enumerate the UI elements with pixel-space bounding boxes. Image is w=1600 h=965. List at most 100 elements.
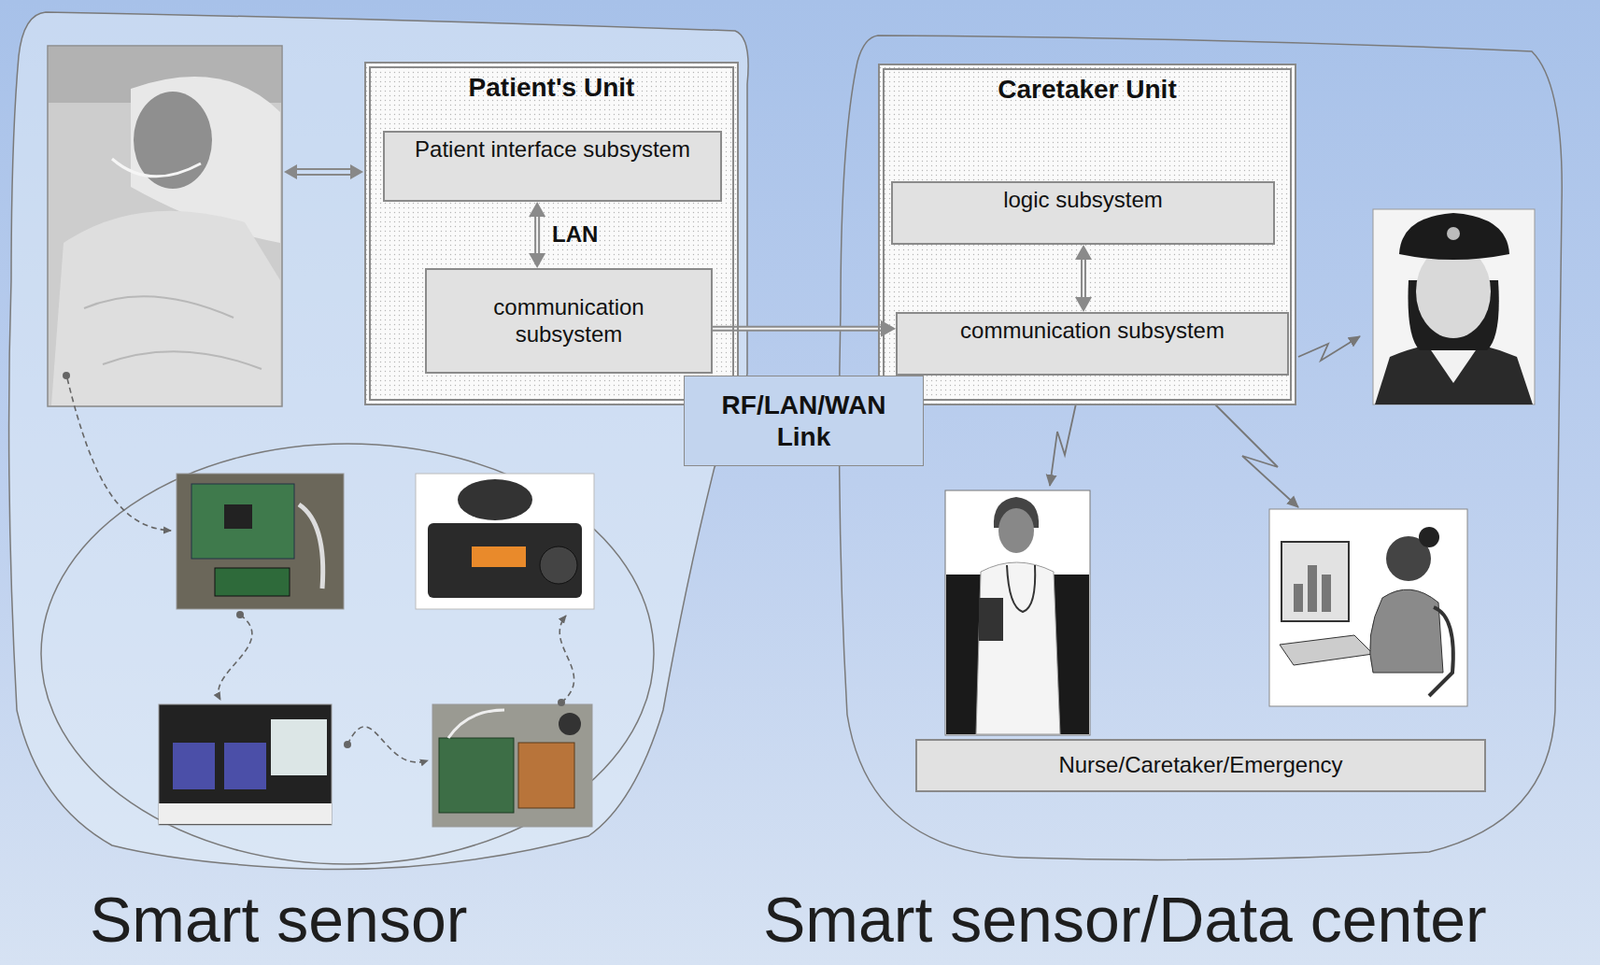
radio-photo (415, 473, 595, 609)
connector-line-inner (536, 214, 539, 255)
data-center-region (839, 35, 1563, 860)
adapter (224, 742, 267, 790)
arrow-head (528, 201, 546, 217)
photo-frame (945, 490, 1091, 736)
operator-chair (1429, 607, 1454, 696)
board (438, 737, 514, 813)
chart-bar (1293, 583, 1303, 612)
adapter (172, 742, 215, 790)
patient-link-arrow (283, 164, 364, 180)
data-flow-arrows (67, 378, 575, 763)
region-caption: Smart sensor/Data center (763, 887, 1487, 951)
box-label: Nurse/Caretaker/Emergency (1058, 751, 1343, 779)
arrow-line (295, 173, 354, 176)
box-label: communication subsystem (442, 294, 695, 349)
operator-bun (1418, 526, 1440, 548)
connector-line (1080, 257, 1087, 299)
dashed-arrow (67, 378, 171, 531)
hat-badge (1446, 226, 1460, 241)
box-label: logic subsystem (1003, 186, 1163, 214)
operator-body (1370, 589, 1444, 673)
keyboard (1279, 635, 1374, 666)
link-box: RF/LAN/WAN Link (683, 375, 924, 467)
arrow-head (350, 164, 364, 180)
lcd (214, 567, 290, 596)
dashed-arrow (559, 615, 574, 703)
photo-frame (1373, 209, 1535, 405)
switch-box (270, 719, 327, 776)
photo-body (51, 211, 281, 406)
radio-body (427, 523, 582, 598)
photo-frame (1269, 509, 1468, 707)
arrow-head (1075, 244, 1092, 260)
subsystem-box: Patient interface subsystem (382, 130, 723, 202)
chart-bar (1321, 574, 1331, 612)
hat (1399, 212, 1510, 260)
box-label: Patient interface subsystem (414, 136, 691, 164)
unit-fill (364, 61, 739, 406)
connector-label: LAN (552, 221, 598, 249)
connector-line (534, 214, 540, 255)
arrow-head (1075, 297, 1092, 312)
box-title: Patient's Unit (468, 71, 636, 104)
board (518, 742, 575, 808)
box-title: RF/LAN/WAN Link (710, 389, 898, 453)
sensor-loop (41, 443, 654, 864)
arrow-head (528, 253, 546, 269)
photo-dot (62, 371, 71, 380)
connector (1075, 244, 1092, 312)
chip (224, 504, 253, 529)
dashed-arrow (347, 726, 428, 763)
unit-fill (877, 63, 1297, 406)
monitor (1281, 541, 1349, 622)
nurse-photo (945, 490, 1091, 736)
box-label: communication subsystem (960, 317, 1225, 345)
operator-photo (1269, 509, 1468, 707)
control-board-photo (432, 704, 593, 827)
unit-box: Caretaker Unit logic subsystem communicati… (877, 63, 1297, 406)
connector-line-inner (1082, 257, 1085, 299)
region-caption: Smart sensor (89, 887, 468, 951)
sensor-region (9, 12, 750, 870)
box-title: Caretaker Unit (997, 73, 1176, 106)
speaker (558, 712, 581, 736)
subsystem-box: logic subsystem (891, 181, 1275, 245)
wireless-bolt (1214, 403, 1299, 508)
fpga-board-photo (176, 473, 344, 609)
wireless-bolt (1049, 403, 1077, 486)
role-box: Nurse/Caretaker/Emergency (915, 738, 1487, 793)
officer-photo (1373, 209, 1535, 405)
dashed-arrow (218, 614, 253, 700)
usb-adapters-photo (158, 704, 332, 825)
unit-box: Patient's UnitPatient interface subsyste… (364, 61, 739, 406)
wireless-bolt (1298, 336, 1360, 361)
photo-fold (84, 296, 262, 369)
uniform (1374, 342, 1533, 405)
board (191, 483, 295, 559)
arrow-line (295, 168, 354, 170)
nurse-coat (976, 562, 1061, 735)
photo-tube (112, 158, 201, 177)
photo-frame (432, 704, 593, 827)
connector (528, 201, 546, 269)
microphone (457, 479, 533, 521)
patient-photo (47, 45, 283, 407)
collar (1429, 347, 1478, 383)
photo-frame (158, 704, 332, 825)
cable (448, 709, 505, 738)
radio-display (471, 546, 526, 567)
shelf (158, 803, 332, 824)
nurse-stethoscope (1006, 565, 1035, 612)
chart-bar (1307, 565, 1317, 612)
connector (712, 320, 896, 338)
photo-frame (415, 473, 595, 609)
subsystem-box: communication subsystem (424, 268, 713, 374)
arrow-head (283, 164, 298, 180)
radio-knob (539, 546, 578, 584)
photo-frame (47, 45, 283, 407)
nurse-face (998, 508, 1034, 553)
subsystem-box: communication subsystem (895, 311, 1289, 376)
